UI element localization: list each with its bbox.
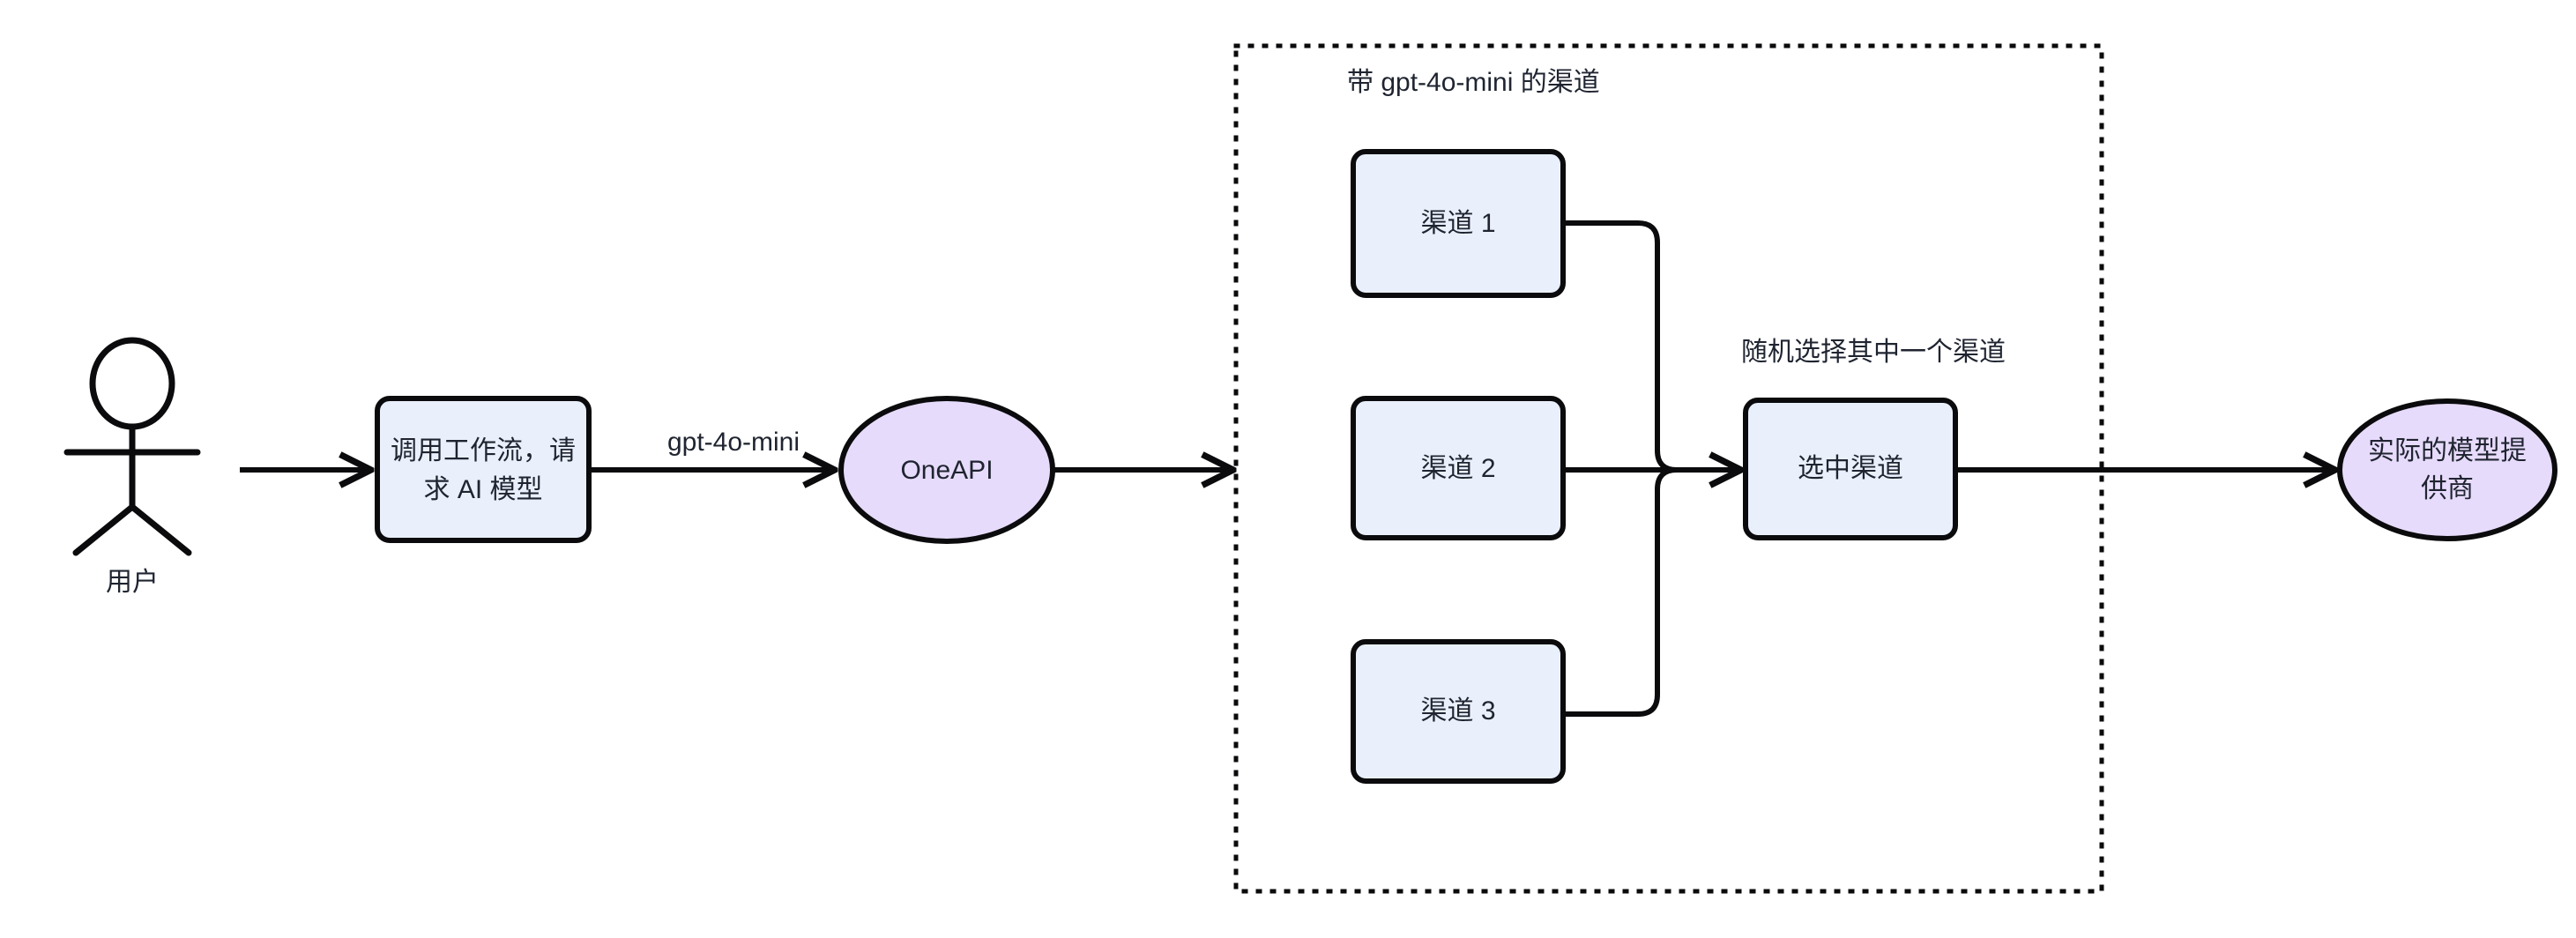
node-selected-channel-label: 选中渠道 [1798, 454, 1903, 483]
node-provider-label-line1: 实际的模型提 [2368, 436, 2527, 465]
node-provider[interactable]: 实际的模型提 供商 [2337, 398, 2557, 541]
node-channel-3-label: 渠道 3 [1420, 696, 1495, 726]
channel-group-container [1233, 43, 2104, 894]
node-oneapi-shape[interactable] [838, 396, 1055, 544]
node-oneapi[interactable]: OneAPI [838, 396, 1055, 544]
node-selected-channel[interactable]: 选中渠道 [1743, 398, 1958, 540]
node-workflow[interactable]: 调用工作流，请 求 AI 模型 [375, 396, 592, 543]
channel-group-label: 带 gpt-4o-mini 的渠道 [1347, 68, 1600, 97]
edge-channel-3-to-selected [1563, 467, 1686, 717]
node-workflow-label-line2: 求 AI 模型 [423, 475, 542, 504]
user-actor: 用户 [63, 337, 201, 597]
stick-figure-head-icon [89, 337, 175, 430]
edge-label-random-pick: 随机选择其中一个渠道 [1741, 338, 2006, 367]
user-actor-label: 用户 [106, 568, 159, 597]
node-channel-2[interactable]: 渠道 2 [1351, 396, 1566, 540]
edge-label-model-name: gpt-4o-mini [667, 428, 800, 457]
node-oneapi-label: OneAPI [900, 456, 993, 485]
node-channel-2-label: 渠道 2 [1420, 454, 1495, 483]
node-channel-3[interactable]: 渠道 3 [1351, 639, 1566, 784]
node-channel-1-label: 渠道 1 [1420, 209, 1495, 238]
node-workflow-label-line1: 调用工作流，请 [391, 436, 576, 465]
stick-figure-right-leg-icon [129, 503, 192, 556]
node-channel-1[interactable]: 渠道 1 [1351, 149, 1566, 298]
node-provider-shape[interactable] [2337, 398, 2557, 541]
node-provider-label-line2: 供商 [2421, 474, 2474, 503]
node-workflow-shape[interactable] [375, 396, 592, 543]
edge-channel-1-to-selected [1563, 220, 1686, 473]
stick-figure-left-leg-icon [72, 503, 136, 556]
